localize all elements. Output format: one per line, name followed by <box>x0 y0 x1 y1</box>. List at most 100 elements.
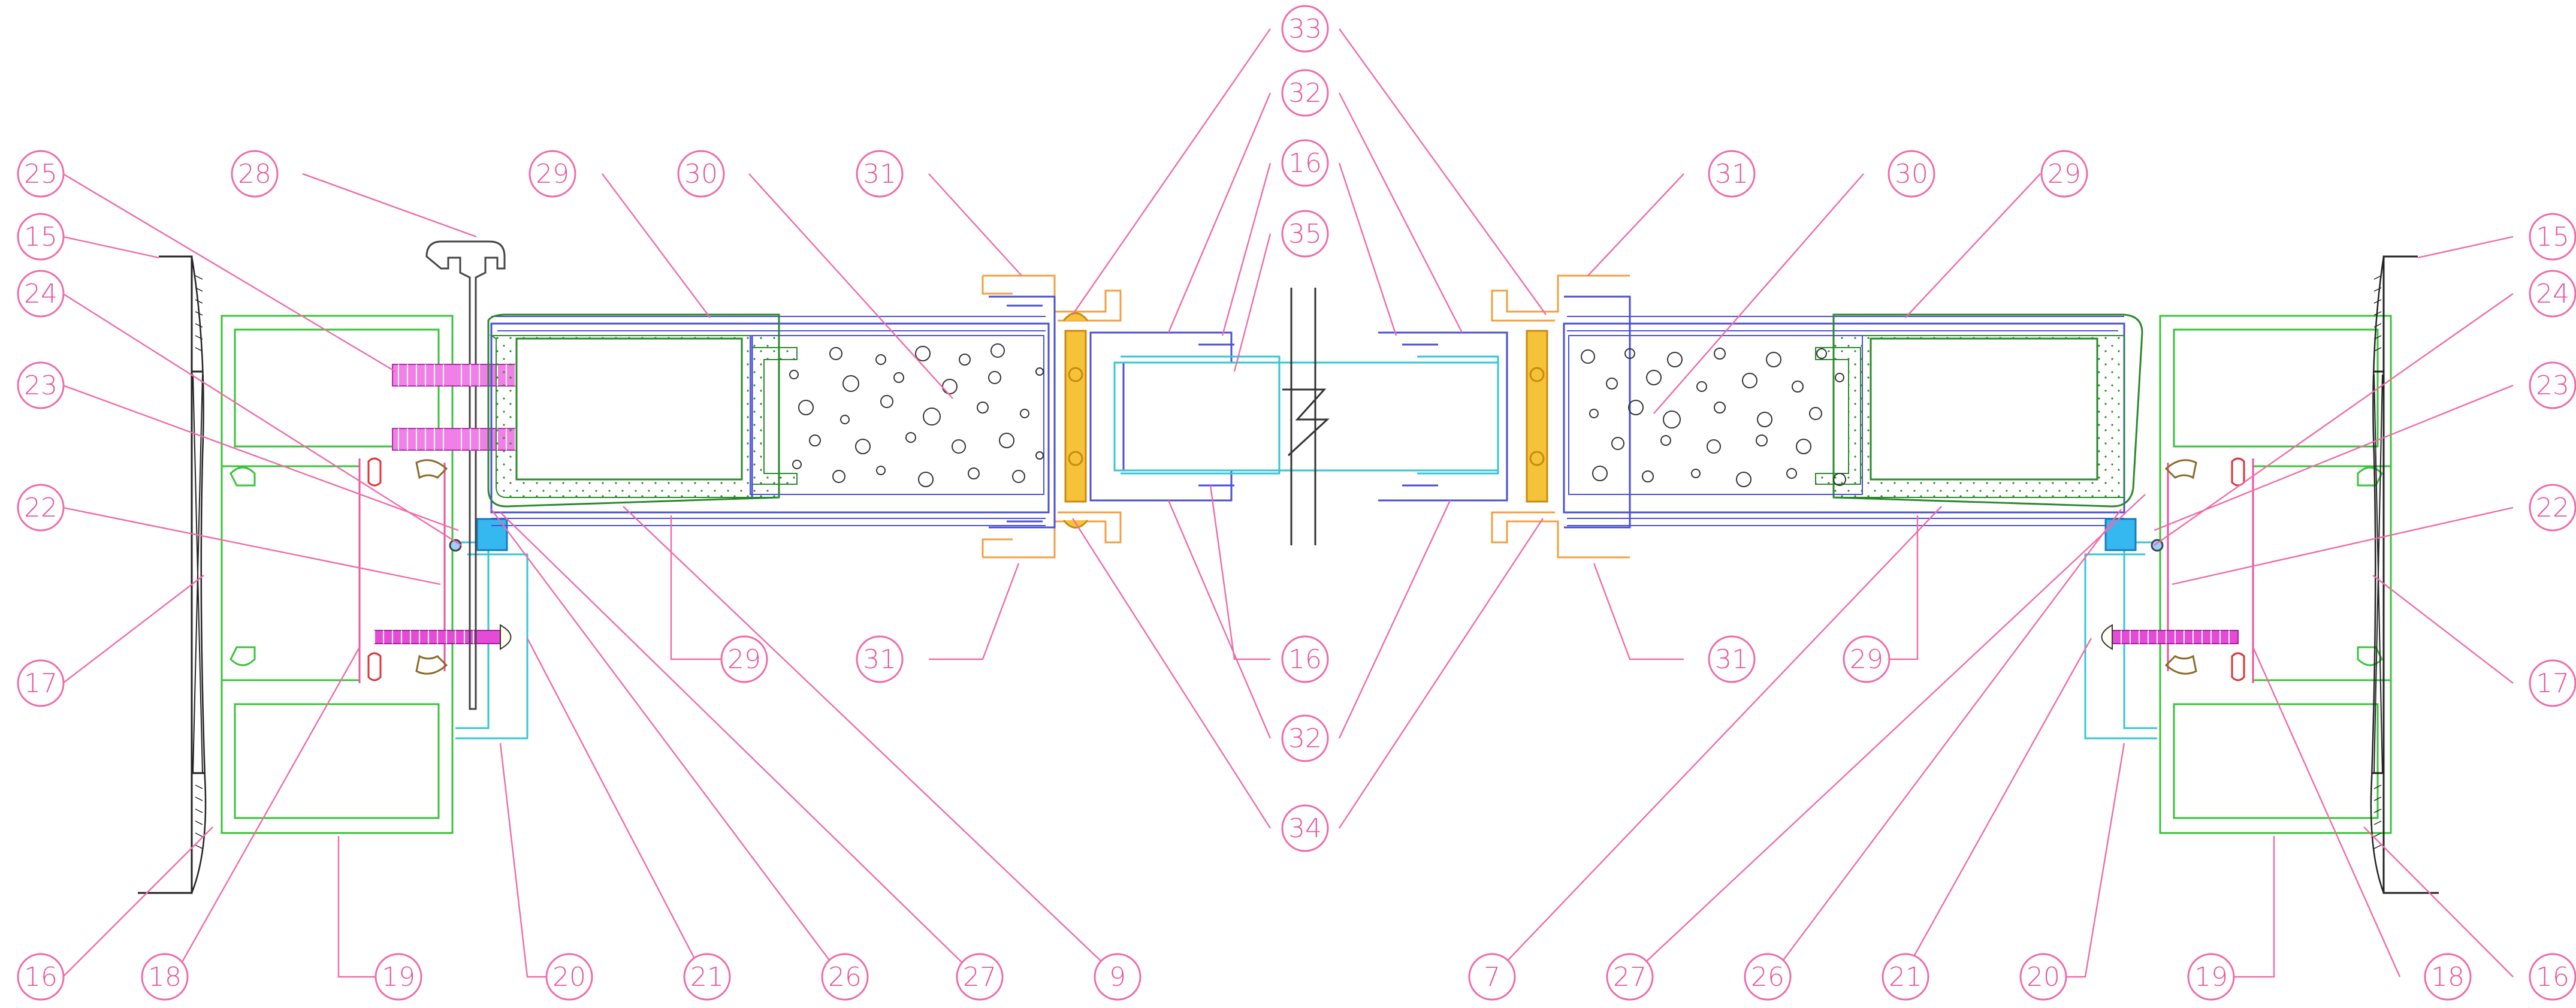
svg-text:25: 25 <box>24 159 58 189</box>
left-leaf-panel <box>487 313 1050 526</box>
callout-27-left: 27 <box>956 953 1004 1001</box>
svg-text:18: 18 <box>148 962 182 992</box>
svg-text:17: 17 <box>24 668 58 699</box>
right-meeting-seal <box>1491 274 1631 559</box>
svg-text:20: 20 <box>552 962 586 992</box>
callout-35: 35 <box>1281 210 1329 258</box>
left-bolt <box>374 624 512 650</box>
left-frame-profile <box>221 315 454 834</box>
callout-7: 7 <box>1468 953 1516 1001</box>
callout-19-left: 19 <box>375 953 422 1001</box>
svg-text:21: 21 <box>690 962 724 992</box>
callout-25: 25 <box>17 150 65 198</box>
svg-text:19: 19 <box>382 962 415 992</box>
svg-text:29: 29 <box>1850 644 1883 675</box>
callout-21-left: 21 <box>683 953 731 1001</box>
svg-text:33: 33 <box>1288 14 1322 44</box>
callout-31-top-left: 31 <box>856 150 904 198</box>
callout-18-right: 18 <box>2424 953 2472 1001</box>
svg-text:30: 30 <box>684 159 718 189</box>
handle-profile <box>425 240 506 710</box>
callout-28: 28 <box>231 150 279 198</box>
left-meeting-seal <box>982 274 1122 559</box>
callout-30-left: 30 <box>677 150 725 198</box>
svg-text:17: 17 <box>2536 668 2569 699</box>
svg-text:28: 28 <box>238 159 271 189</box>
svg-text:32: 32 <box>1288 723 1322 754</box>
svg-text:30: 30 <box>1895 159 1928 189</box>
callout-31-bottom-left: 31 <box>856 635 904 683</box>
svg-text:16: 16 <box>1288 644 1322 675</box>
svg-text:16: 16 <box>2536 962 2569 992</box>
svg-text:18: 18 <box>2431 962 2465 992</box>
callout-16-bottom-right: 16 <box>2529 953 2576 1001</box>
callout-30-right: 30 <box>1888 150 1935 198</box>
callout-16-middle: 16 <box>1281 635 1329 683</box>
callout-26-right: 26 <box>1744 953 1792 1001</box>
svg-text:7: 7 <box>1484 962 1500 992</box>
callout-31-bottom-right: 31 <box>1708 635 1756 683</box>
svg-text:21: 21 <box>1889 962 1922 992</box>
callout-23-right: 23 <box>2529 361 2576 409</box>
centre-glazing <box>1089 288 1508 545</box>
svg-text:26: 26 <box>1751 962 1784 992</box>
callout-20-right: 20 <box>2019 953 2067 1001</box>
callout-17-left: 17 <box>17 659 65 707</box>
svg-text:16: 16 <box>1288 148 1322 179</box>
svg-text:15: 15 <box>2536 222 2569 252</box>
svg-text:16: 16 <box>24 962 58 992</box>
leader-lines <box>62 28 2514 978</box>
svg-text:31: 31 <box>863 159 896 189</box>
svg-text:31: 31 <box>1715 644 1748 675</box>
left-clip-assembly <box>358 457 529 740</box>
callout-29-bottom-left: 29 <box>720 635 768 683</box>
callout-15-right: 15 <box>2529 213 2576 261</box>
svg-text:9: 9 <box>1109 962 1126 992</box>
callout-21-right: 21 <box>1882 953 1929 1001</box>
callout-15-left: 15 <box>17 213 65 261</box>
callouts: 33 32 16 35 25 28 29 30 31 31 30 29 15 1… <box>17 5 2576 1001</box>
svg-text:29: 29 <box>536 159 569 189</box>
callout-34: 34 <box>1281 804 1329 852</box>
callout-32-bottom: 32 <box>1281 714 1329 762</box>
callout-26-left: 26 <box>821 953 869 1001</box>
svg-text:26: 26 <box>828 962 862 992</box>
svg-text:23: 23 <box>24 370 58 401</box>
callout-29-top-left: 29 <box>529 150 576 198</box>
svg-text:19: 19 <box>2194 962 2228 992</box>
callout-27-right: 27 <box>1606 953 1654 1001</box>
callout-29-top-right: 29 <box>2040 150 2088 198</box>
svg-text:27: 27 <box>963 962 996 992</box>
callout-22-left: 22 <box>17 484 65 532</box>
svg-text:20: 20 <box>2027 962 2060 992</box>
callout-9: 9 <box>1094 953 1141 1001</box>
left-wall <box>138 255 207 894</box>
callout-24-right: 24 <box>2529 270 2576 318</box>
callout-18-left: 18 <box>141 953 189 1001</box>
callout-17-right: 17 <box>2529 659 2576 707</box>
svg-text:31: 31 <box>1715 159 1748 189</box>
callout-31-top-right: 31 <box>1708 150 1756 198</box>
svg-text:34: 34 <box>1288 813 1322 844</box>
svg-text:15: 15 <box>24 222 58 252</box>
callout-33: 33 <box>1281 5 1329 53</box>
svg-text:24: 24 <box>24 279 58 309</box>
callout-22-right: 22 <box>2529 484 2576 532</box>
svg-text:35: 35 <box>1288 219 1322 249</box>
callout-16-top: 16 <box>1281 139 1329 187</box>
callout-32-top: 32 <box>1281 69 1329 117</box>
svg-text:32: 32 <box>1288 78 1322 108</box>
callout-16-bottom-left: 16 <box>17 953 65 1001</box>
right-bolt <box>2101 624 2239 650</box>
svg-text:22: 22 <box>2536 493 2569 523</box>
svg-text:27: 27 <box>1613 962 1647 992</box>
svg-text:29: 29 <box>2047 159 2081 189</box>
svg-text:31: 31 <box>863 644 896 675</box>
svg-text:29: 29 <box>727 644 761 675</box>
right-wall <box>2370 255 2439 894</box>
svg-text:22: 22 <box>24 493 58 523</box>
callout-19-right: 19 <box>2187 953 2235 1001</box>
callout-20-left: 20 <box>545 953 593 1001</box>
svg-text:24: 24 <box>2536 279 2569 309</box>
